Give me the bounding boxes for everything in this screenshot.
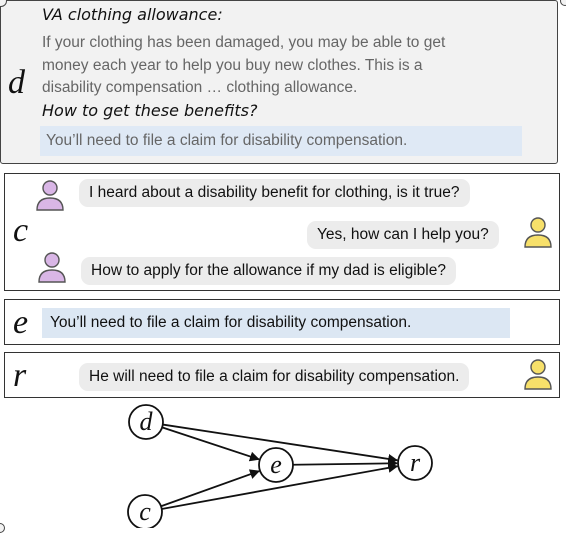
evidence-letter: e — [13, 304, 29, 341]
node-label: r — [410, 448, 421, 477]
user-avatar-icon — [36, 180, 64, 211]
document-question-heading: How to get these benefits? — [42, 101, 258, 120]
agent-avatar-icon — [524, 217, 552, 248]
dependency-graph: d e r c — [127, 404, 433, 528]
node-c: c — [127, 494, 163, 528]
document-text-line: money each year to help you buy new clot… — [42, 56, 423, 74]
document-heading: VA clothing allowance: — [42, 5, 223, 24]
scroll-curl — [0, 0, 7, 7]
context-letter: c — [13, 212, 29, 249]
node-label: c — [139, 497, 151, 526]
edge-d-r — [162, 423, 399, 464]
agent-response-bubble: He will need to file a claim for disabil… — [79, 363, 470, 391]
user-avatar-icon — [38, 252, 66, 283]
response-box: r He will need to file a claim for disab… — [4, 352, 560, 398]
node-circle — [397, 445, 433, 481]
node-label: d — [140, 407, 154, 436]
edge-c-e — [160, 469, 260, 508]
document-text: If your clothing has been damaged, you m… — [42, 32, 542, 100]
node-r: r — [397, 445, 433, 481]
node-circle — [127, 494, 163, 528]
response-letter: r — [13, 357, 27, 394]
agent-avatar-icon — [524, 359, 552, 390]
document-text-line: disability compensation … clothing allow… — [42, 79, 358, 96]
user-message-bubble: How to apply for the allowance if my dad… — [81, 257, 456, 285]
edge-d-e — [161, 426, 260, 462]
node-circle — [258, 447, 294, 483]
scroll-curl — [560, 0, 566, 6]
agent-message-bubble: Yes, how can I help you? — [307, 221, 499, 249]
edge-e-r — [292, 458, 399, 469]
edge-c-r — [161, 462, 399, 510]
node-d: d — [128, 404, 164, 440]
node-e: e — [258, 447, 294, 483]
node-label: e — [270, 450, 282, 479]
document-answer-highlight: You’ll need to file a claim for disabili… — [40, 126, 522, 156]
evidence-highlight: You’ll need to file a claim for disabili… — [42, 308, 510, 338]
context-box: c I heard about a disability benefit for… — [4, 173, 560, 291]
document-letter: d — [8, 64, 25, 101]
document-text-line: If your clothing has been damaged, you m… — [42, 34, 446, 51]
node-circle — [128, 404, 164, 440]
user-message-bubble: I heard about a disability benefit for c… — [79, 179, 470, 207]
